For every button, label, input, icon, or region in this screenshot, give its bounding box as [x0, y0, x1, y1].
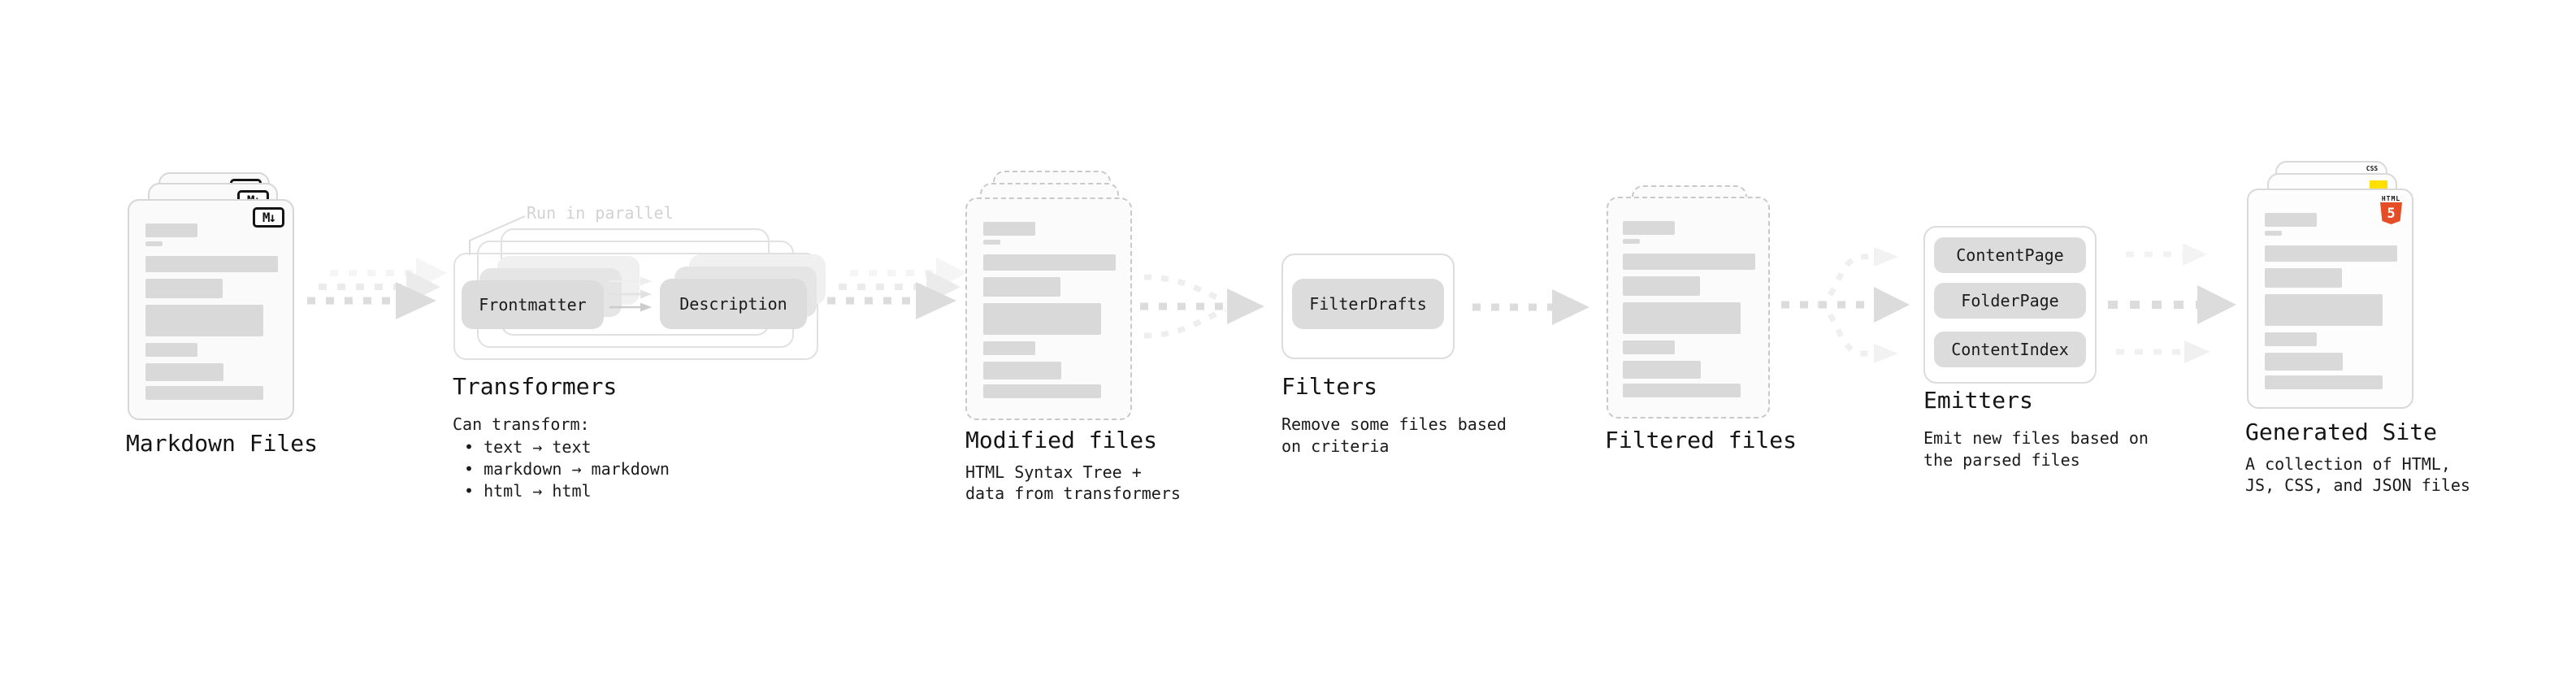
transformers-caption-title: Can transform:: [453, 414, 590, 434]
doc-text-line: [145, 256, 278, 272]
doc-text-line: [1623, 276, 1700, 296]
emitters-label: Emitters: [1923, 387, 2033, 414]
doc-text-line: [1623, 302, 1741, 334]
transformer-run-box-front: [453, 253, 818, 360]
doc-text-line: [145, 223, 197, 237]
generated-site-caption: A collection of HTML, JS, CSS, and JSON …: [2245, 453, 2470, 496]
doc-text-line: [145, 279, 223, 298]
doc-text-line: [2265, 245, 2397, 262]
site-file-card-html: HTML 5: [2247, 189, 2413, 409]
doc-text-line: [2265, 213, 2317, 227]
filtered-files-label: Filtered files: [1605, 427, 1798, 453]
doc-text-lines: [1623, 221, 1755, 397]
filterdrafts-node: FilterDrafts: [1292, 279, 1444, 329]
doc-text-lines: [145, 223, 278, 400]
doc-text-line: [145, 241, 163, 246]
doc-text-line: [983, 240, 1000, 245]
folderpage-node: FolderPage: [1934, 283, 2086, 319]
doc-text-line: [2265, 268, 2342, 288]
flow-arrow-filtered-to-emitters-fanout: [1781, 247, 1910, 363]
html5-icon: HTML 5: [2380, 195, 2402, 225]
transformers-label: Transformers: [453, 373, 618, 400]
flow-arrow-modified-to-filters-merge: [1140, 274, 1264, 339]
flow-arrow-markdown-to-transformers: [307, 258, 447, 319]
doc-text-line: [145, 343, 197, 357]
modified-file-card: [965, 197, 1132, 420]
doc-text-line: [2265, 375, 2383, 389]
annotation-leader-line: [469, 215, 526, 255]
caption-line: Remove some files based: [1281, 414, 1507, 434]
markdown-files-label: Markdown Files: [126, 430, 319, 457]
frontmatter-node: Frontmatter: [462, 280, 604, 329]
transform-bullet: html → html: [453, 480, 670, 502]
doc-text-line: [1623, 361, 1701, 379]
emitters-caption: Emit new files based on the parsed files: [1923, 427, 2149, 471]
doc-text-line: [983, 222, 1035, 236]
contentindex-node: ContentIndex: [1934, 332, 2086, 367]
modified-files-caption: HTML Syntax Tree + data from transformer…: [965, 462, 1181, 504]
doc-text-line: [1623, 254, 1755, 270]
doc-text-line: [1623, 221, 1675, 235]
markdown-file-card: M↓: [128, 199, 294, 420]
caption-line: on criteria: [1281, 436, 1390, 456]
caption-line: data from transformers: [965, 484, 1181, 503]
doc-text-line: [145, 363, 223, 381]
doc-text-line: [983, 254, 1116, 271]
javascript-icon: [2370, 180, 2387, 189]
transformer-step-arrows: [609, 276, 652, 312]
description-node: Description: [660, 279, 807, 329]
caption-line: Emit new files based on: [1923, 428, 2149, 448]
transform-bullet: text → text: [453, 436, 670, 458]
doc-text-line: [983, 277, 1060, 297]
doc-text-line: [983, 341, 1035, 355]
flow-arrow-emitters-to-site: [2108, 243, 2236, 363]
doc-text-line: [983, 384, 1101, 398]
filtered-file-card: [1607, 197, 1770, 419]
doc-text-line: [145, 305, 263, 336]
doc-text-line: [983, 303, 1101, 335]
run-in-parallel-annotation: Run in parallel: [527, 203, 674, 223]
transformers-bullet-list: text → text markdown → markdown html → h…: [453, 436, 670, 502]
doc-text-line: [2265, 231, 2282, 236]
doc-text-lines: [983, 222, 1116, 398]
doc-text-line: [2265, 332, 2317, 346]
doc-text-line: [145, 386, 263, 400]
contentpage-node: ContentPage: [1934, 237, 2086, 273]
filters-caption: Remove some files based on criteria: [1281, 414, 1507, 458]
doc-text-lines: [2265, 213, 2397, 389]
doc-text-line: [2265, 353, 2343, 371]
doc-text-line: [1623, 384, 1741, 397]
flow-arrow-transformers-to-modified: [827, 258, 967, 319]
filters-label: Filters: [1281, 373, 1378, 400]
generated-site-label: Generated Site: [2245, 419, 2438, 445]
doc-text-line: [1623, 239, 1640, 244]
caption-line: the parsed files: [1923, 450, 2080, 470]
flow-arrow-filters-to-filtered: [1472, 289, 1589, 325]
transform-bullet: markdown → markdown: [453, 458, 670, 480]
doc-text-line: [2265, 294, 2383, 326]
caption-line: JS, CSS, and JSON files: [2245, 475, 2470, 495]
modified-files-label: Modified files: [965, 427, 1158, 453]
doc-text-line: [983, 362, 1061, 380]
caption-line: HTML Syntax Tree +: [965, 462, 1142, 482]
caption-line: A collection of HTML,: [2245, 454, 2451, 474]
markdown-icon: M↓: [253, 207, 284, 228]
doc-text-line: [1623, 340, 1675, 354]
